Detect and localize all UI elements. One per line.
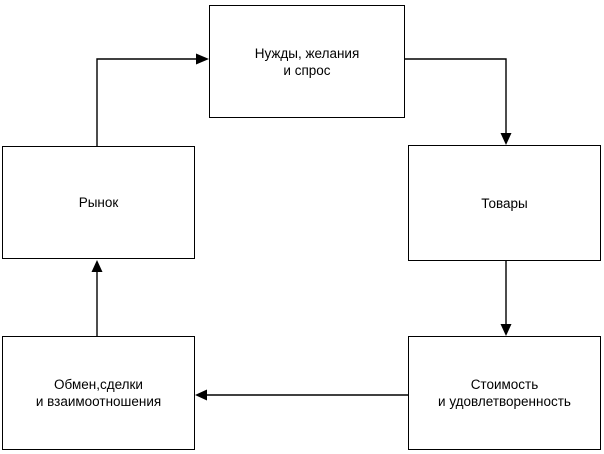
node-needs-wants-demand-label: Нужды, желания и спрос [254, 45, 360, 78]
arrow-needs-to-goods [405, 58, 512, 145]
arrow-exchange-to-market [91, 260, 103, 336]
node-value-satisfaction-label: Стоимость и удовлетворенность [438, 377, 571, 409]
node-exchange-deals-relations-label: Обмен,сделки и взаимоотношения [35, 377, 162, 409]
node-goods: Товары [408, 145, 601, 261]
node-needs-wants-demand: Нужды, желания и спрос [209, 5, 405, 118]
arrow-goods-to-value [500, 261, 512, 336]
node-market-label: Рынок [78, 195, 119, 210]
node-market: Рынок [2, 146, 195, 259]
arrow-value-to-exchange [195, 389, 408, 401]
node-exchange-deals-relations: Обмен,сделки и взаимоотношения [2, 336, 195, 450]
node-value-satisfaction: Стоимость и удовлетворенность [408, 336, 601, 450]
arrow-market-to-needs [96, 53, 209, 146]
node-goods-label: Товары [481, 195, 528, 211]
